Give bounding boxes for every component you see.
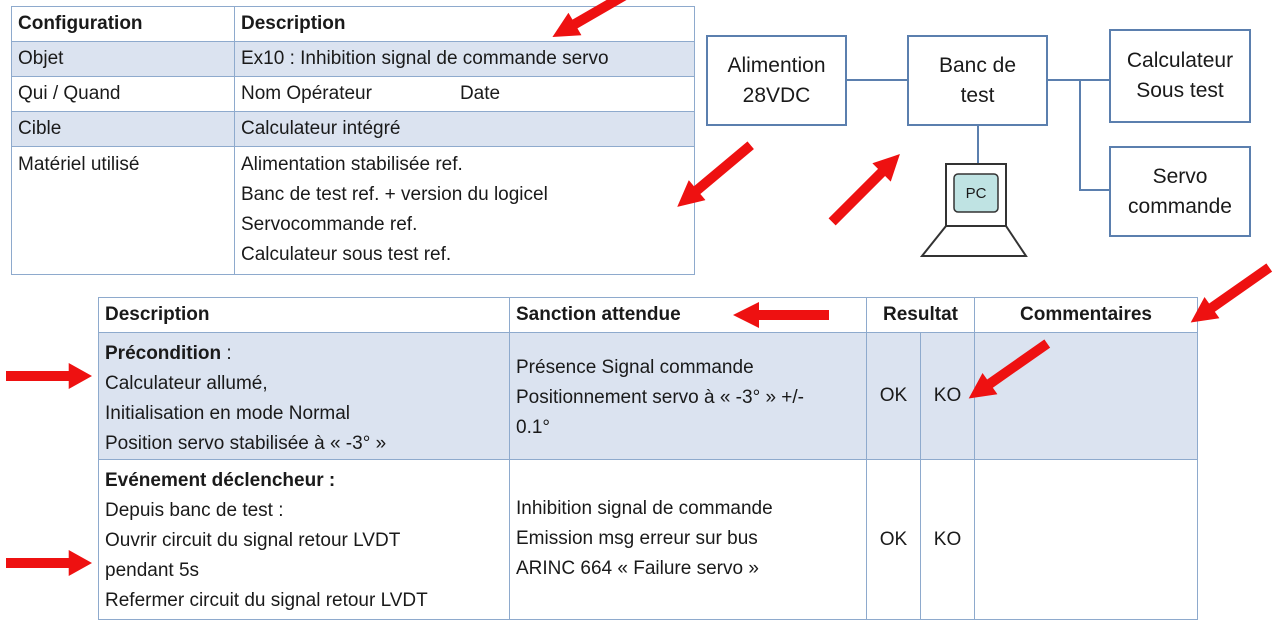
description-cell: Evénement déclencheur : Depuis banc de t… (98, 459, 510, 620)
material-item: Servocommande ref. (241, 214, 418, 235)
red-arrow-icon (677, 141, 754, 207)
description-line: Position servo stabilisée à « -3° » (105, 433, 387, 454)
description-cell: Précondition : Calculateur allumé, Initi… (98, 332, 510, 460)
connector-line (1047, 79, 1110, 81)
red-arrow-icon (828, 154, 900, 226)
computer-icon: PC (919, 163, 1028, 257)
material-item: Banc de test ref. + version du logicel (241, 184, 548, 205)
calculateur-label-2: Sous test (1136, 79, 1224, 102)
row-title: Evénement déclencheur : (105, 466, 503, 496)
operator-name: Nom Opérateur (241, 83, 372, 104)
config-value: Calculateur intégré (234, 111, 695, 147)
connector-line (977, 125, 979, 165)
description-line: Depuis banc de test : (105, 500, 284, 521)
header-resultat: Resultat (866, 297, 975, 333)
red-arrow-icon (733, 302, 829, 328)
sanction-cell: Inhibition signal de commande Emission m… (509, 459, 867, 620)
result-ko: KO (920, 332, 975, 460)
red-arrow-icon (6, 550, 92, 576)
connector-line (1079, 79, 1081, 191)
header-description: Description (98, 297, 510, 333)
config-label: Matériel utilisé (11, 146, 235, 275)
config-header-configuration: Configuration (11, 6, 235, 42)
config-label: Cible (11, 111, 235, 147)
sanction-cell: Présence Signal commande Positionnement … (509, 332, 867, 460)
test-row-evenement: Evénement déclencheur : Depuis banc de t… (98, 459, 1198, 620)
red-arrow-icon (1190, 263, 1273, 323)
alimentation-voltage: 28VDC (742, 83, 811, 107)
config-value: Ex10 : Inhibition signal de commande ser… (234, 41, 695, 77)
description-line: Ouvrir circuit du signal retour LVDT (105, 530, 401, 551)
alimentation-box: Alimention 28VDC (706, 35, 847, 126)
config-header-row: Configuration Description (11, 6, 695, 42)
config-row-cible: Cible Calculateur intégré (11, 111, 695, 147)
servo-label: Servo (1152, 164, 1208, 188)
config-value: Nom Opérateur Date (234, 76, 695, 112)
test-row-precondition: Précondition : Calculateur allumé, Initi… (98, 332, 1198, 460)
pc-label: PC (966, 185, 987, 202)
result-ok: OK (866, 459, 921, 620)
red-arrow-icon (968, 339, 1051, 399)
config-label: Objet (11, 41, 235, 77)
result-ok: OK (866, 332, 921, 460)
banc-box: Banc de test (907, 35, 1048, 126)
row-title-text: Précondition (105, 343, 222, 364)
material-item: Calculateur sous test ref. (241, 244, 452, 265)
sanction-line: Positionnement servo à « -3° » +/- (516, 387, 804, 408)
servo-label-2: commande (1128, 194, 1232, 218)
config-row-qui-quand: Qui / Quand Nom Opérateur Date (11, 76, 695, 112)
test-header-row: Description Sanction attendue Resultat C… (98, 297, 1198, 333)
test-table: Description Sanction attendue Resultat C… (98, 297, 1198, 620)
banc-label: Banc de (938, 53, 1017, 77)
description-line: Refermer circuit du signal retour LVDT (105, 590, 428, 611)
servo-box: Servo commande (1109, 146, 1251, 237)
material-item: Alimentation stabilisée ref. (241, 154, 463, 175)
config-row-materiel: Matériel utilisé Alimentation stabilisée… (11, 146, 695, 275)
comment-cell (974, 459, 1198, 620)
sanction-line: Inhibition signal de commande (516, 498, 773, 519)
sanction-line: 0.1° (516, 417, 551, 438)
description-line: Calculateur allumé, (105, 373, 268, 394)
banc-label-2: test (960, 83, 995, 107)
red-arrow-icon (6, 363, 92, 389)
comment-cell (974, 332, 1198, 460)
connector-line (846, 79, 908, 81)
red-arrow-icon (552, 0, 639, 37)
header-commentaires: Commentaires (974, 297, 1198, 333)
sanction-line: Présence Signal commande (516, 357, 754, 378)
row-title-suffix: : (221, 343, 232, 364)
config-header-description: Description (234, 6, 695, 42)
alimentation-label: Alimention (727, 53, 826, 77)
header-sanction: Sanction attendue (509, 297, 867, 333)
configuration-table: Configuration Description Objet Ex10 : I… (11, 6, 695, 275)
config-label: Qui / Quand (11, 76, 235, 112)
config-row-objet: Objet Ex10 : Inhibition signal de comman… (11, 41, 695, 77)
calculateur-label: Calculateur (1126, 49, 1234, 72)
sanction-line: Emission msg erreur sur bus (516, 528, 758, 549)
config-value: Alimentation stabilisée ref. Banc de tes… (234, 146, 695, 275)
row-title-text: Evénement déclencheur : (105, 470, 336, 491)
description-line: Initialisation en mode Normal (105, 403, 351, 424)
date-label: Date (459, 83, 501, 104)
connector-line (1079, 189, 1110, 191)
row-title: Précondition : (105, 339, 503, 369)
description-line: pendant 5s (105, 560, 200, 581)
result-ko: KO (920, 459, 975, 620)
sanction-line: ARINC 664 « Failure servo » (516, 558, 759, 579)
